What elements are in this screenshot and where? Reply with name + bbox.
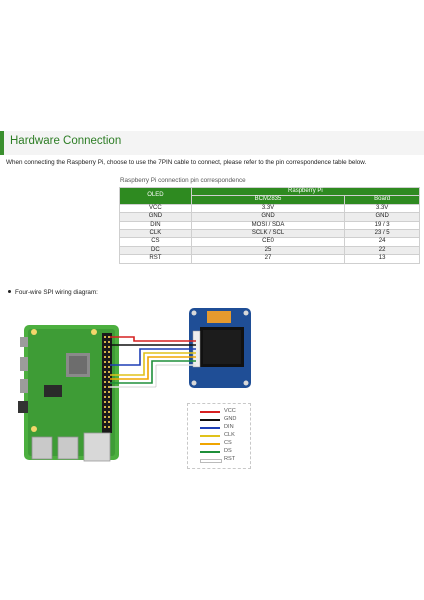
cell-bcm: MOSI / SDA xyxy=(190,220,346,231)
table-caption: Raspberry Pi connection pin corresponden… xyxy=(120,177,246,184)
cell-board: 24 xyxy=(344,237,420,247)
header-oled: OLED xyxy=(119,187,192,205)
cell-board: 3.3V xyxy=(344,203,420,214)
raspberry-pi-board xyxy=(18,325,119,462)
cell-oled: RST xyxy=(119,254,192,264)
intro-text: When connecting the Raspberry Pi, choose… xyxy=(6,159,367,166)
spi-diagram-label: Four-wire SPI wiring diagram: xyxy=(8,289,98,296)
cell-board: 23 / 5 xyxy=(344,229,420,239)
cell-board: 22 xyxy=(344,245,420,256)
cell-oled: DIN xyxy=(119,220,192,231)
section-accent-bar xyxy=(0,131,4,155)
cell-oled: DC xyxy=(119,245,192,256)
cell-oled: GND xyxy=(119,212,192,222)
cell-board: GND xyxy=(344,212,420,222)
spi-diagram-label-text: Four-wire SPI wiring diagram: xyxy=(15,289,98,296)
cell-bcm: SCLK / SCL xyxy=(190,229,346,239)
header-raspberry-pi: Raspberry Pi xyxy=(190,186,421,197)
section-header: Hardware Connection xyxy=(0,131,424,155)
cell-oled: CS xyxy=(119,237,192,247)
cell-oled: CLK xyxy=(119,229,192,239)
cell-bcm: 3.3V xyxy=(190,203,346,214)
header-bcm2835: BCM2835 xyxy=(190,195,346,205)
wiring-diagram xyxy=(18,308,251,462)
wires xyxy=(110,336,196,388)
cell-board: 13 xyxy=(344,254,420,264)
wire-legend: VCC GND DIN CLK CS DS RST xyxy=(187,403,251,469)
cell-board: 19 / 3 xyxy=(344,220,420,231)
cell-bcm: 25 xyxy=(190,245,346,256)
cell-bcm: 27 xyxy=(190,254,346,264)
oled-module xyxy=(189,308,251,388)
section-title: Hardware Connection xyxy=(10,135,122,147)
header-board: Board xyxy=(344,195,420,205)
cell-oled: VCC xyxy=(119,203,192,214)
bullet-icon xyxy=(8,290,11,294)
cell-bcm: GND xyxy=(190,212,346,222)
cell-bcm: CE0 xyxy=(190,237,346,247)
